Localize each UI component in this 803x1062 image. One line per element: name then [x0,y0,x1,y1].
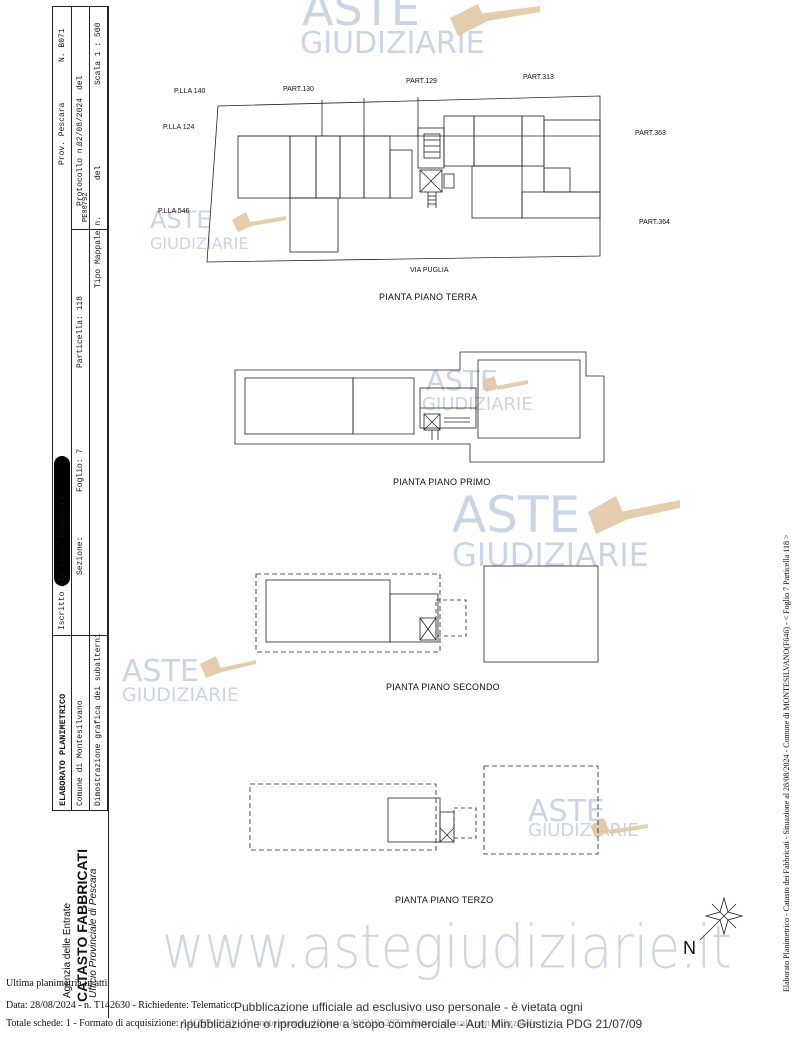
watermark-url: www.astegiudiziarie.it [162,913,732,983]
plan-title-primo: PIANTA PIANO PRIMO [393,477,491,487]
street-label: VIA PUGLIA [410,267,449,274]
watermark-giudiziarie-small3: GIUDIZIARIE [422,394,533,415]
watermark-aste-mid: ASTE [452,486,581,544]
compass-icon [699,896,744,941]
parcel-plla546: P.LLA 546 [158,208,190,215]
watermark-giudiziarie-mid: GIUDIZIARIE [452,536,649,574]
drawing-frame [108,6,792,1018]
redaction-bar [54,456,70,586]
footer-publication-1: Pubblicazione ufficiale ad esclusivo uso… [234,1000,583,1014]
watermark-aste-top: ASTE [302,0,420,36]
parcel-part129: PART.129 [406,78,437,85]
parcel-part363: PART.363 [635,130,666,137]
parcel-plla124: P.LLA 124 [163,124,195,131]
footer-data: Data: 28/08/2024 - n. T142630 - Richiede… [6,1000,236,1011]
watermark-giudiziarie-small1: GIUDIZIARIE [150,234,249,253]
watermark-giudiziarie-small2: GIUDIZIARIE [122,684,239,706]
watermark-giudiziarie-small4: GIUDIZIARIE [528,820,639,841]
watermark-aste-small2: ASTE [122,654,199,689]
header-col-1 [53,7,72,810]
parcel-plla140: P.LLA 140 [174,88,206,95]
plan-title-terzo: PIANTA PIANO TERZO [395,895,494,905]
gavel-icon [200,4,680,838]
header-col-2 [71,7,90,810]
watermark-aste-small4: ASTE [528,794,605,829]
header-strip [52,6,109,811]
footer-publication-2: ripubblicazione o riproduzione a scopo c… [180,1017,643,1031]
plan-title-terra: PIANTA PIANO TERRA [379,292,478,302]
parcel-part130: PART.130 [283,86,314,93]
plan-title-secondo: PIANTA PIANO SECONDO [386,682,500,692]
watermark-aste-small1: ASTE [150,206,212,234]
side-reference-text: Elaborato Planimetrico - Catasto dei Fab… [782,534,791,992]
watermark-giudiziarie-top: GIUDIZIARIE [300,26,485,61]
footer-ultima: Ultima planimetria in atti [6,978,108,989]
parcel-part313: PART.313 [523,74,554,81]
parcel-part364: PART.364 [639,219,670,226]
north-label: N [683,938,696,958]
